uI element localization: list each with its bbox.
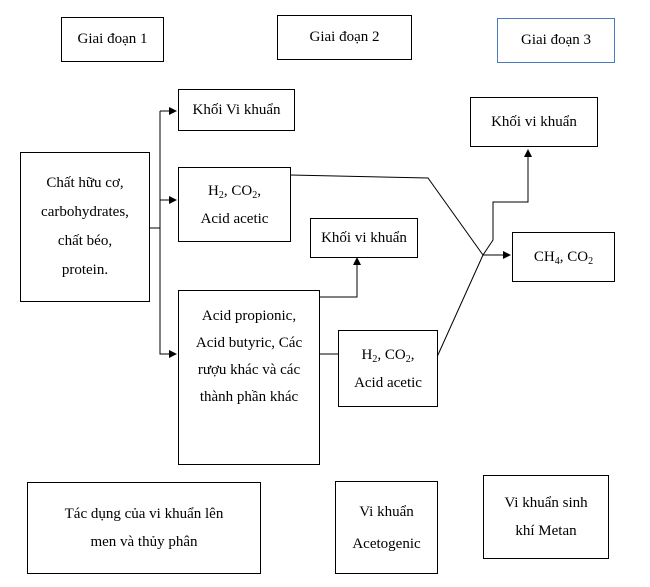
h2co2-bottom-box: H2, CO2, Acid acetic [338,330,438,407]
bacteria-action-line-2: men và thủy phân [90,534,198,550]
acetogenic-line-2: Acetogenic [352,535,421,552]
stage-1-text: Giai đoạn 1 [77,31,148,48]
connector-h2co2-top-to-junction [289,174,484,256]
h2co2-top-formula: H2, CO2, [208,182,261,201]
acids-line-2: Acid butyric, Các [195,335,303,351]
arrow-to-acids [159,228,177,358]
methane-line-1: Vi khuẩn sinh [504,495,588,511]
acids-line-1: Acid propionic, [201,308,297,324]
biomass-right-text: Khối vi khuẩn [491,113,577,130]
biomass-top-text: Khối Vi khuẩn [192,101,281,118]
stage-2-label: Giai đoạn 2 [277,15,412,60]
organic-line-2: carbohydrates, [41,204,129,220]
methane-line-2: khí Metan [515,523,577,539]
h2co2-bottom-formula: H2, CO2, [361,346,415,365]
organic-matter-box: Chất hữu cơ, carbohydrates, chất béo, pr… [20,152,150,302]
biomass-mid-text: Khối vi khuẩn [321,229,407,246]
bacteria-action-line-1: Tác dụng của vi khuẩn lên [64,506,224,522]
split-connector [149,111,161,229]
biomass-mid-box: Khối vi khuẩn [310,218,418,258]
acetogenic-line-1: Vi khuẩn [359,503,414,520]
acids-line-4: thành phần khác [199,389,299,405]
ch4co2-formula: CH4, CO2 [533,248,594,267]
stage-3-text: Giai đoạn 3 [521,32,591,49]
arrow-acids-to-biomass-mid [319,257,361,298]
biomass-right-box: Khối vi khuẩn [470,97,598,147]
arrow-junction-to-biomass-right [482,149,532,256]
bacteria-action-box: Tác dụng của vi khuẩn lên men và thủy ph… [27,482,261,574]
organic-line-3: chất béo, [57,233,113,249]
stage-2-text: Giai đoạn 2 [309,29,380,46]
connector-h2co2-bottom-to-junction [436,254,484,358]
acids-box: Acid propionic, Acid butyric, Các rượu k… [178,290,320,465]
organic-line-1: Chất hữu cơ, [46,175,124,191]
biomass-top-box: Khối Vi khuẩn [178,89,295,131]
h2co2-top-box: H2, CO2, Acid acetic [178,167,291,242]
stage-1-label: Giai đoạn 1 [61,17,164,62]
stage-3-label: Giai đoạn 3 [497,18,615,63]
methane-bacteria-box: Vi khuẩn sinh khí Metan [483,475,609,559]
organic-line-4: protein. [61,262,109,278]
acids-line-3: rượu khác và các [197,362,301,378]
h2co2-top-acid: Acid acetic [200,210,269,227]
ch4co2-box: CH4, CO2 [512,232,615,282]
h2co2-bottom-acid: Acid acetic [354,374,422,391]
acetogenic-box: Vi khuẩn Acetogenic [335,481,438,574]
